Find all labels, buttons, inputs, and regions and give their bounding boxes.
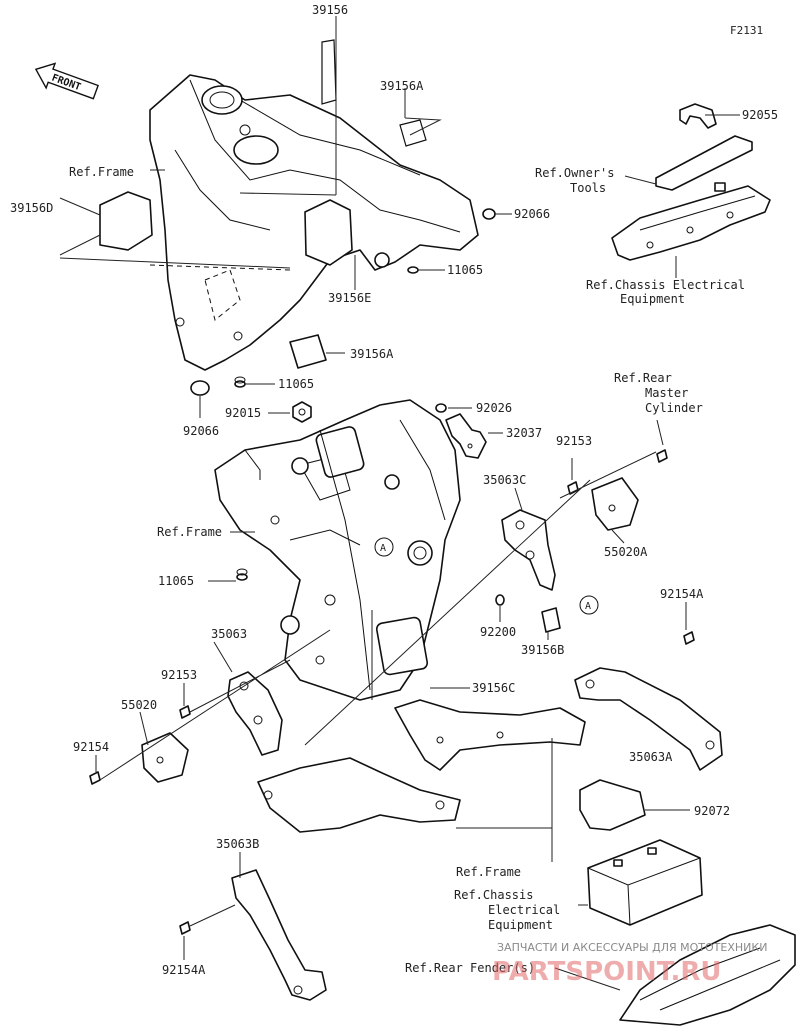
rear-bracket-35063a <box>574 667 723 771</box>
watermark-line2: PARTSPOINT.RU <box>492 957 722 987</box>
label-ref-rear-1: Ref.Rear <box>614 371 672 385</box>
label-ref-frame-top: Ref.Frame <box>69 165 134 179</box>
label-39156a-lower: 39156A <box>350 347 394 361</box>
label-ref-chassis-b1: Ref.Chassis <box>454 888 533 902</box>
grommet-11065-lower <box>234 376 246 388</box>
cover-92072 <box>579 779 646 831</box>
label-92066-top: 92066 <box>514 207 550 221</box>
bolt-ref-rear <box>656 449 668 463</box>
bolt-92154-left <box>89 771 101 785</box>
svg-text:A: A <box>585 601 591 612</box>
label-92153-right: 92153 <box>556 434 592 448</box>
callout-a-right: A <box>579 595 599 615</box>
label-92055: 92055 <box>742 108 778 122</box>
label-ref-rear-2: Master <box>645 386 688 400</box>
guard-55020 <box>141 732 189 783</box>
label-39156d: 39156D <box>10 201 53 215</box>
clip-92066-top <box>482 208 496 220</box>
label-ref-chassis-2: Equipment <box>620 292 685 306</box>
label-92153-left: 92153 <box>161 668 197 682</box>
label-ref-rear-fender: Ref.Rear Fender(s) <box>405 961 535 975</box>
nut-92015 <box>292 401 312 423</box>
bolt-92153-left <box>179 705 191 719</box>
label-ref-owners-tools-2: Tools <box>570 181 606 195</box>
label-39156a-top: 39156A <box>380 79 424 93</box>
label-35063: 35063 <box>211 627 247 641</box>
label-ref-chassis-b3: Equipment <box>488 918 553 932</box>
label-92015: 92015 <box>225 406 261 420</box>
sticker-39156b <box>541 607 561 633</box>
label-ref-chassis-b2: Electrical <box>488 903 560 917</box>
tool-strap-92055 <box>679 103 717 129</box>
label-35063c: 35063C <box>483 473 526 487</box>
label-92154a-lower: 92154A <box>162 963 206 977</box>
label-55020: 55020 <box>121 698 157 712</box>
label-92072: 92072 <box>694 804 730 818</box>
front-arrow-icon: FRONT <box>34 62 99 100</box>
guard-55020a <box>591 477 639 531</box>
label-11065-top: 11065 <box>447 263 483 277</box>
label-35063a: 35063A <box>629 750 673 764</box>
figure-id: F2131 <box>730 24 763 37</box>
label-ref-owners-tools-1: Ref.Owner's <box>535 166 614 180</box>
label-55020a: 55020A <box>604 545 648 559</box>
sticker-39156e <box>304 199 353 266</box>
step-bracket-35063 <box>227 671 283 756</box>
label-35063b: 35063B <box>216 837 259 851</box>
label-92200: 92200 <box>480 625 516 639</box>
label-ref-frame-mid: Ref.Frame <box>157 525 222 539</box>
grommet-11065-middle <box>236 568 248 581</box>
label-92154a-right: 92154A <box>660 587 704 601</box>
bolt-92154a-right <box>683 631 695 645</box>
svg-text:A: A <box>380 543 386 554</box>
clip-92066-bottom <box>190 380 210 396</box>
collar-92026 <box>435 403 447 413</box>
label-92066-bottom: 92066 <box>183 424 219 438</box>
rear-bracket-35063b <box>231 869 327 1001</box>
seat-rail-part <box>394 699 586 771</box>
label-ref-frame-bottom: Ref.Frame <box>456 865 521 879</box>
label-39156e: 39156E <box>328 291 371 305</box>
owners-tools-part <box>655 135 753 191</box>
bracket-32037 <box>445 413 487 459</box>
rear-fender-part <box>619 924 796 1026</box>
label-39156b: 39156B <box>521 643 564 657</box>
sticker-39156a-lower <box>289 334 327 369</box>
step-bracket-35063c <box>501 509 556 591</box>
label-11065-lower: 11065 <box>278 377 314 391</box>
label-ref-chassis-1: Ref.Chassis Electrical <box>586 278 745 292</box>
grommet-11065-top <box>407 266 419 274</box>
watermark-line1: ЗАПЧАСТИ И АКСЕССУАРЫ ДЛЯ МОТОТЕХНИКИ <box>497 941 767 954</box>
washer-92200 <box>495 594 505 606</box>
label-92154: 92154 <box>73 740 109 754</box>
lower-rail-part <box>257 757 461 833</box>
sticker-39156d <box>99 191 153 251</box>
sticker-39156 <box>321 39 337 105</box>
label-39156c: 39156C <box>472 681 515 695</box>
label-39156: 39156 <box>312 3 348 17</box>
callout-a-left: A <box>374 537 394 557</box>
label-92026: 92026 <box>476 401 512 415</box>
label-11065-middle: 11065 <box>158 574 194 588</box>
middle-frame-part <box>214 399 461 701</box>
label-ref-rear-3: Cylinder <box>645 401 703 415</box>
bolt-92154a-lower <box>179 921 191 935</box>
electrical-tray-part <box>611 182 771 261</box>
battery-part <box>587 839 703 926</box>
label-32037: 32037 <box>506 426 542 440</box>
